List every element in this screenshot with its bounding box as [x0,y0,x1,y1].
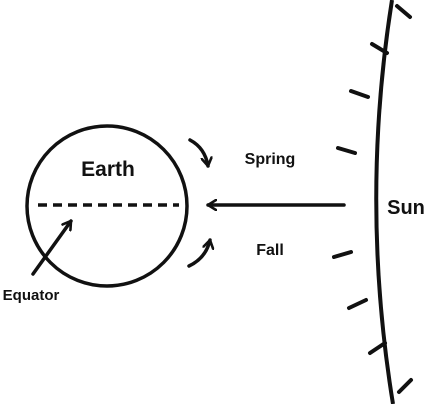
spring-curved-arrow [188,138,208,168]
earth-circle [25,124,189,288]
sun-ray [336,146,357,155]
equator-label: Equator [3,287,60,304]
sun-ray [370,42,389,55]
earth-label: Earth [81,158,135,181]
equator-pointer-arrow [31,219,73,276]
fall-label: Fall [256,242,284,259]
sun-label: Sun [387,197,425,219]
spring-label: Spring [245,151,296,168]
sun-limb [374,0,395,404]
sun-ray [347,298,368,310]
fall-curved-arrow [187,238,210,268]
sun-ray [349,89,370,99]
sun-ray [368,341,387,355]
sun-rays [332,4,413,394]
sun-ray [397,378,413,394]
sun-ray [332,250,353,259]
sun-ray [395,4,412,19]
